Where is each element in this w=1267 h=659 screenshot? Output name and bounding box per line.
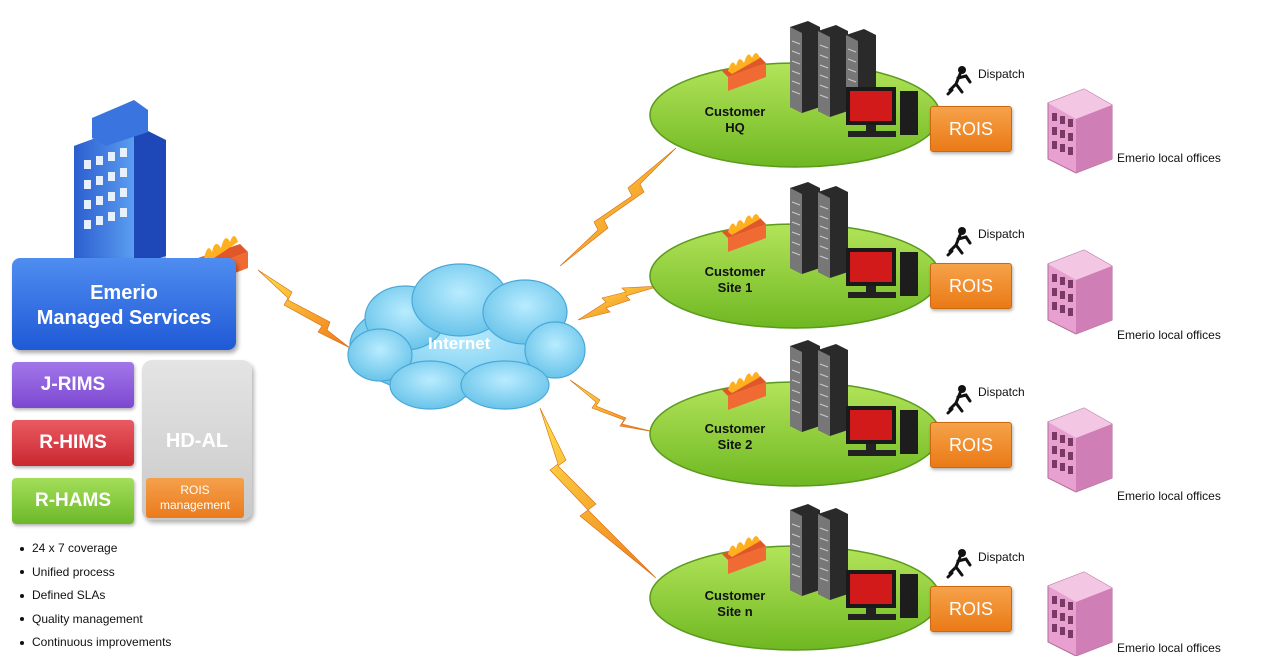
service-box-r-hims: R-HIMS: [12, 420, 134, 466]
dispatch-person-icon: [946, 385, 972, 415]
workstation-icon: [846, 87, 918, 137]
rois-box-site-1: ROIS: [930, 263, 1012, 309]
local-office-icon: [1047, 88, 1113, 174]
emerio-title-line2: Managed Services: [36, 307, 212, 329]
firewall-icon: [722, 372, 766, 410]
office-label-site-1: Emerio local offices: [1117, 328, 1221, 342]
lightning-icon: [559, 147, 677, 267]
list-item: Defined SLAs: [20, 588, 171, 612]
hd-al-box: HD-AL ROIS management: [142, 360, 252, 520]
site-cluster-hq: [649, 21, 1113, 174]
firewall-icon: [722, 53, 766, 91]
list-item: Unified process: [20, 565, 171, 589]
workstation-icon: [846, 570, 918, 620]
internet-label: Internet: [428, 334, 491, 353]
list-item: Continuous improvements: [20, 635, 171, 659]
office-label-hq: Emerio local offices: [1117, 151, 1221, 165]
dispatch-person-icon: [946, 66, 972, 96]
rois-box-site-n: ROIS: [930, 586, 1012, 632]
dispatch-label-site-n: Dispatch: [978, 550, 1025, 564]
firewall-icon: [722, 214, 766, 252]
rois-box-hq: ROIS: [930, 106, 1012, 152]
site-cluster-site-n: [649, 504, 1113, 656]
local-office-icon: [1047, 571, 1113, 656]
site-cluster-site-1: [649, 182, 1113, 335]
dispatch-label-site-2: Dispatch: [978, 385, 1025, 399]
server-rack-icon: [790, 340, 848, 436]
dispatch-label-site-1: Dispatch: [978, 227, 1025, 241]
dispatch-person-icon: [946, 549, 972, 579]
service-box-j-rims: J-RIMS: [12, 362, 134, 408]
emerio-title-line1: Emerio: [90, 282, 158, 304]
server-rack-icon: [790, 504, 848, 600]
emerio-managed-services-box: Emerio Managed Services: [12, 258, 236, 350]
firewall-icon: [722, 536, 766, 574]
office-label-site-2: Emerio local offices: [1117, 489, 1221, 503]
workstation-icon: [846, 248, 918, 298]
service-box-r-hams: R-HAMS: [12, 478, 134, 524]
list-item: Quality management: [20, 612, 171, 636]
dispatch-label-hq: Dispatch: [978, 67, 1025, 81]
benefits-list: 24 x 7 coverage Unified process Defined …: [20, 541, 171, 659]
local-office-icon: [1047, 249, 1113, 335]
internet-cloud-icon: [347, 263, 586, 410]
office-label-site-n: Emerio local offices: [1117, 641, 1221, 655]
dispatch-person-icon: [946, 227, 972, 257]
workstation-icon: [846, 406, 918, 456]
local-office-icon: [1047, 407, 1113, 493]
rois-management-box: ROIS management: [146, 478, 244, 518]
server-rack-icon: [790, 182, 848, 278]
hd-al-label: HD-AL: [165, 430, 229, 452]
rois-box-site-2: ROIS: [930, 422, 1012, 468]
list-item: 24 x 7 coverage: [20, 541, 171, 565]
site-cluster-site-2: [649, 340, 1113, 493]
lightning-icon: [539, 407, 657, 579]
